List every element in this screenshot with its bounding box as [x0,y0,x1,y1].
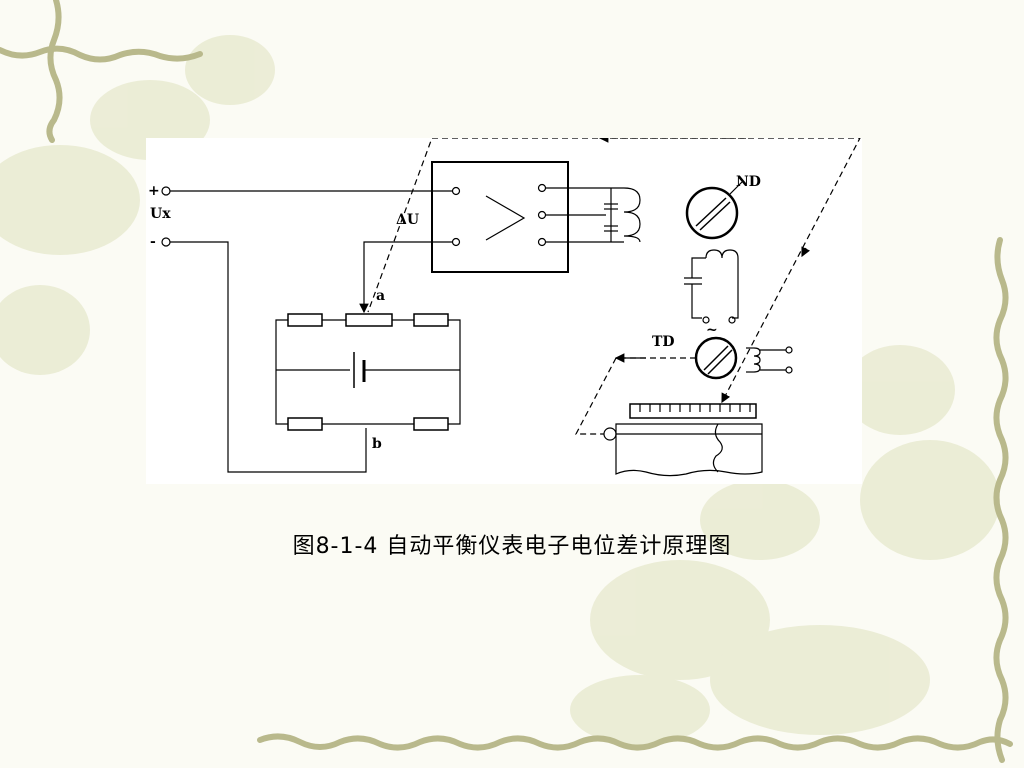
delta-u-label: ΔU [396,212,419,228]
minus-label: - [150,234,156,250]
amplifier-symbol [485,195,526,241]
blossom-shapes [0,35,1000,745]
amplifier-box [431,161,569,273]
circuit-drawing: + Ux - ΔU a b ND TD ~ [148,138,861,477]
scale-ticks [639,404,751,412]
minus-terminal [161,237,171,247]
node-b-label: b [372,436,382,452]
plus-label: + [148,183,160,199]
mechanical-link-top [367,138,728,313]
tilde-label: ~ [706,322,718,338]
td-label: TD [652,334,675,350]
recorder-chart [615,423,763,477]
ux-label: Ux [150,206,171,222]
bridge-resistor-2 [413,313,449,327]
plus-terminal [161,186,171,196]
mechanical-link-nd [721,138,861,404]
figure-caption: 图8-1-4 自动平衡仪表电子电位差计原理图 [292,534,732,559]
mechanical-link-td [575,357,696,435]
bridge-resistor-3 [287,417,323,431]
nd-label: ND [736,174,761,190]
minus-wire [170,241,367,473]
delta-u-wire [359,241,452,314]
scale-bar [629,403,757,419]
node-a-label: a [376,288,385,304]
bridge-resistor-1 [287,313,323,327]
output-coil [623,187,641,243]
slidewire-resistor [345,313,393,327]
recorded-trace [712,423,723,473]
bridge-resistor-4 [413,417,449,431]
nd-motor [685,186,739,240]
circuit-diagram: + Ux - ΔU a b ND TD ~ [146,138,862,484]
td-exciter-coil [705,249,739,259]
